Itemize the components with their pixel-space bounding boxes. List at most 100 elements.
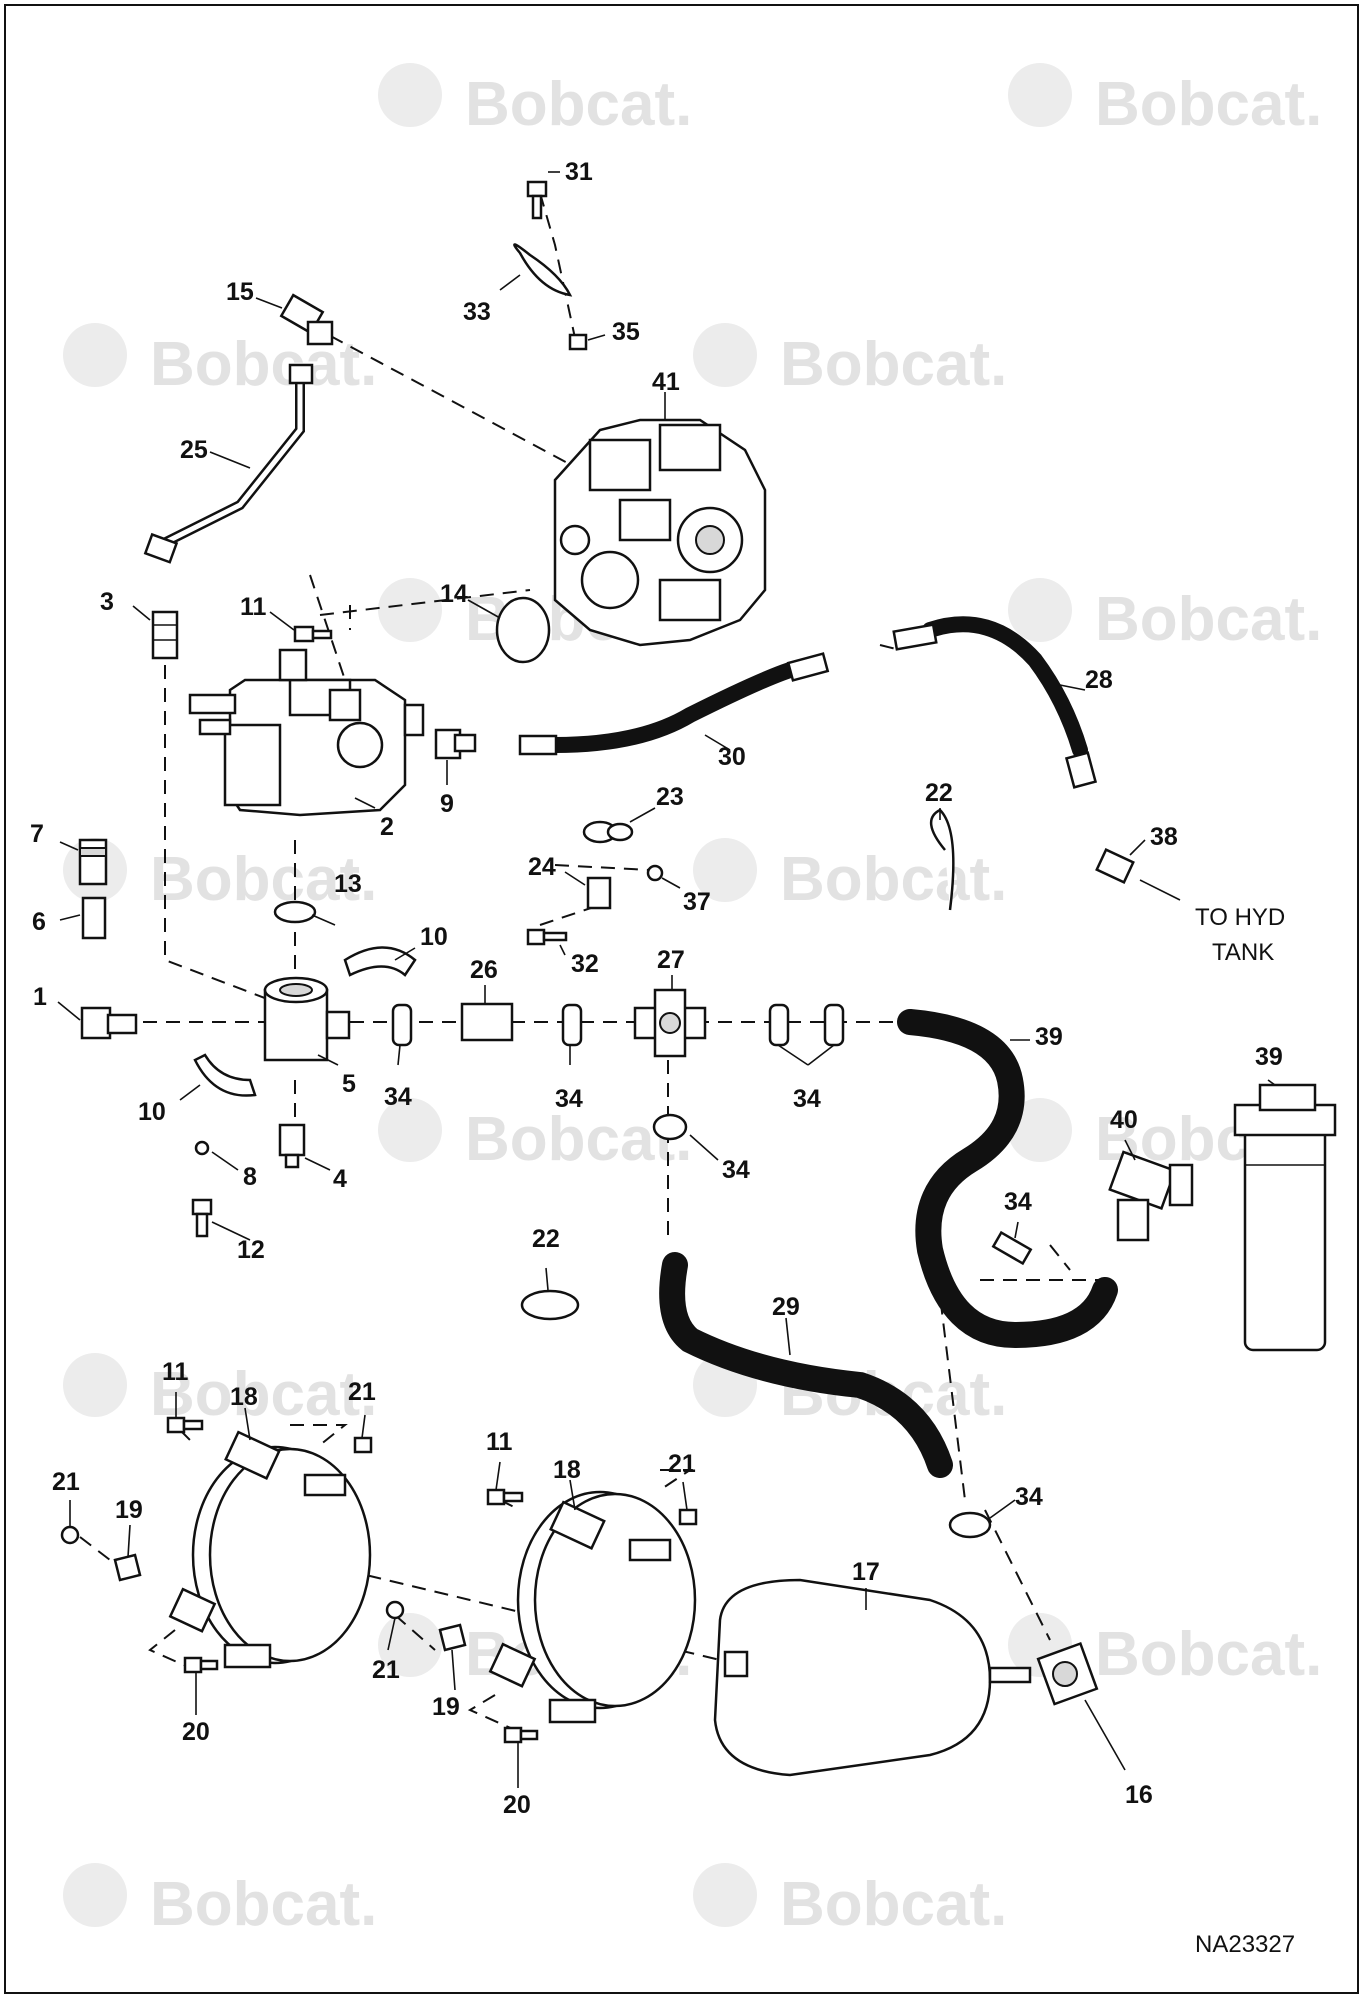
hose-clamp-34-b <box>561 1003 583 1047</box>
watermark-text: Bobcat. <box>150 330 377 399</box>
watermark-text: Bobcat. <box>1095 70 1322 139</box>
callout-35: 35 <box>612 318 640 346</box>
assembly-line <box>164 665 271 1001</box>
hose-clamp-34-d <box>823 1003 845 1047</box>
callout-11-top: 11 <box>240 593 267 621</box>
callout-14: 14 <box>440 580 468 608</box>
callout-8: 8 <box>243 1163 257 1191</box>
assembly-line <box>290 1424 348 1446</box>
watermark-logo-icon <box>1008 1098 1072 1162</box>
callout-6: 6 <box>32 908 46 936</box>
callout-34-c: 34 <box>793 1085 821 1113</box>
assembly-line <box>467 1694 516 1731</box>
fitting-9 <box>434 728 477 760</box>
accumulator-17 <box>713 1578 1032 1777</box>
nut-21-b <box>678 1508 698 1526</box>
callout-19-right: 19 <box>432 1693 460 1721</box>
callout-34-d: 34 <box>722 1156 750 1184</box>
hose-29 <box>659 1252 953 1478</box>
drawing-id: NA23327 <box>1195 1931 1295 1958</box>
callout-37: 38 <box>1150 823 1178 851</box>
watermark-text: Bobcat. <box>465 70 692 139</box>
watermark-text: Bobcat. <box>150 1360 377 1429</box>
mounting-strap-18-left <box>168 1430 372 1669</box>
callout-17: 17 <box>852 1558 880 1586</box>
mounting-strap-18-right <box>488 1490 697 1724</box>
assembly-line <box>79 1536 111 1561</box>
watermark-text: Bobcat. <box>1095 1620 1322 1689</box>
assembly-line <box>309 574 346 681</box>
watermark-text: Bobcat. <box>150 845 377 914</box>
watermark-text: Bobcat. <box>780 1870 1007 1939</box>
callout-40: 40 <box>1110 1106 1138 1134</box>
leader-lines <box>57 171 1276 1788</box>
hose-clamp-34-c <box>768 1003 790 1047</box>
callout-19-left: 19 <box>115 1496 143 1524</box>
callout-34-a: 34 <box>384 1083 412 1111</box>
callout-32: 32 <box>571 950 599 978</box>
watermark-logo-icon <box>1008 578 1072 642</box>
watermark-text: Bobcat. <box>780 330 1007 399</box>
watermark-logo-icon <box>693 838 757 902</box>
watermark-text: Bobcat. <box>1095 585 1322 654</box>
o-ring-13 <box>273 900 317 924</box>
callout-39: 39 <box>1255 1043 1283 1071</box>
pump-assembly-41 <box>553 418 767 647</box>
fitting-7 <box>78 838 108 886</box>
nut-35 <box>568 333 588 351</box>
watermark-text: Bobcat. <box>780 845 1007 914</box>
callout-18-right: 18 <box>553 1456 581 1484</box>
watermark-logo-icon <box>63 1863 127 1927</box>
bolt-20-left <box>183 1656 219 1674</box>
callout-10-upper: 10 <box>420 923 448 951</box>
washer-8 <box>194 1140 210 1156</box>
tee-fitting-27 <box>633 988 707 1058</box>
watermark-logo-icon <box>693 1863 757 1927</box>
watermark-logo-icon <box>378 63 442 127</box>
callout-12: 12 <box>237 1236 265 1264</box>
valve-block-5 <box>263 976 351 1062</box>
callout-24: 24 <box>528 853 556 881</box>
bolt-32 <box>526 928 568 946</box>
pump-assembly-2 <box>188 648 425 817</box>
watermark-logo-icon <box>693 323 757 387</box>
callout-5: 5 <box>342 1070 356 1098</box>
hose-30 <box>518 652 830 756</box>
callout-34-e: 34 <box>1004 1188 1032 1216</box>
watermark-logo-icon <box>63 1353 127 1417</box>
bolt-31 <box>526 180 548 220</box>
watermark-text: Bobcat. <box>465 1105 692 1174</box>
callout-11-left: 11 <box>162 1358 189 1386</box>
clip-19-left <box>113 1553 142 1582</box>
watermark-logo-icon <box>1008 63 1072 127</box>
callout-2: 2 <box>380 813 394 841</box>
tube-25 <box>460 1002 514 1042</box>
hose-38 <box>897 1009 1118 1349</box>
callout-27: 27 <box>657 946 685 974</box>
hose-clamp-34-e <box>652 1113 688 1141</box>
bolt-11-top <box>293 625 333 643</box>
callout-26: 25 <box>180 436 208 464</box>
diagram-border <box>4 4 1359 1994</box>
clamp-23 <box>582 820 634 844</box>
callout-41: 41 <box>652 368 680 396</box>
assembly-line <box>879 644 901 651</box>
note-to-hyd-tank-line1: TO HYD <box>1195 904 1285 931</box>
assembly-line <box>934 1254 966 1501</box>
sensor-4 <box>278 1123 306 1169</box>
clamp-half-10-upper <box>343 946 417 977</box>
bolt-11-right <box>486 1488 524 1506</box>
callout-4: 4 <box>333 1165 347 1193</box>
assembly-line <box>1049 1244 1071 1271</box>
callout-21-a: 21 <box>348 1378 376 1406</box>
watermark-logo-icon <box>378 578 442 642</box>
bolt-11-left <box>166 1416 204 1434</box>
nut-21-a <box>353 1436 373 1454</box>
assembly-line <box>539 192 576 339</box>
fitting-16 <box>1036 1641 1099 1706</box>
callout-34-b: 34 <box>555 1085 583 1113</box>
callout-13: 13 <box>334 870 362 898</box>
watermark-logo-icon <box>378 1613 442 1677</box>
watermark-logo-icon <box>63 323 127 387</box>
callout-18-left: 18 <box>230 1383 258 1411</box>
